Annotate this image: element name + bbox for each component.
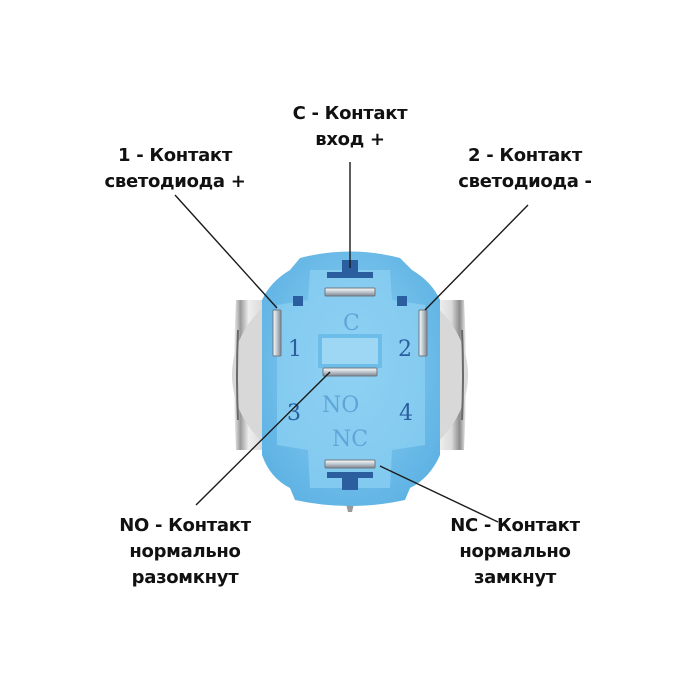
leader-led-minus	[424, 204, 529, 311]
pin-2	[418, 309, 428, 357]
label-led-plus-line2: светодиода +	[104, 171, 246, 192]
leader-nc	[379, 465, 499, 523]
pin-nc	[324, 459, 376, 469]
pin-no	[322, 367, 378, 377]
housing-markings: 1 2 3 4 C NO NC	[287, 311, 413, 452]
label-led-plus: 1 - Контакт светодиода +	[60, 143, 290, 195]
leader-led-plus	[174, 194, 278, 309]
pin-c	[324, 287, 376, 297]
label-no-line2: нормально	[129, 541, 241, 562]
label-c-line1: C - Контакт	[292, 103, 408, 124]
label-normally-open: NO - Контакт нормально разомкнут	[70, 513, 300, 591]
label-c-input: C - Контакт вход +	[250, 101, 450, 153]
marking-3: 3	[287, 401, 301, 426]
marking-nc: NC	[332, 427, 368, 452]
label-led-plus-line1: 1 - Контакт	[118, 145, 232, 166]
marking-2: 2	[398, 337, 412, 362]
leader-no	[195, 371, 331, 506]
blue-housing	[262, 251, 440, 506]
marking-4: 4	[399, 401, 413, 426]
label-nc-line2: нормально	[459, 541, 571, 562]
label-no-line1: NO - Контакт	[119, 515, 251, 536]
label-nc-line1: NC - Контакт	[450, 515, 580, 536]
label-c-line2: вход +	[315, 129, 385, 150]
label-normally-closed: NC - Контакт нормально замкнут	[400, 513, 630, 591]
label-led-minus-line2: светодиода -	[458, 171, 592, 192]
label-nc-line3: замкнут	[473, 567, 557, 588]
label-led-minus-line1: 2 - Контакт	[468, 145, 582, 166]
label-led-minus: 2 - Контакт светодиода -	[410, 143, 640, 195]
leader-lines	[174, 162, 529, 523]
marking-c: C	[343, 311, 360, 336]
label-no-line3: разомкнут	[131, 567, 239, 588]
pin-1	[272, 309, 282, 357]
marking-no: NO	[322, 393, 359, 418]
contact-pins	[272, 287, 428, 469]
marking-1: 1	[288, 337, 302, 362]
